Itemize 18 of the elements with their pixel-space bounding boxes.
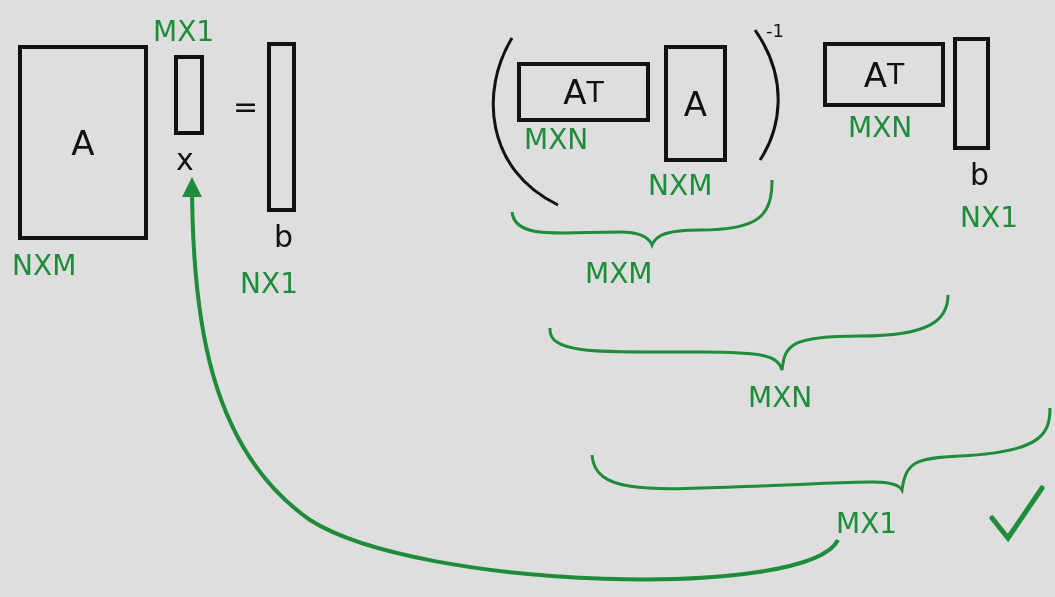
dimension-label: MXN (748, 384, 813, 412)
dimension-label: NXM (648, 172, 713, 200)
dimension-label: NX1 (960, 204, 1018, 232)
dimension-label: MXM (585, 260, 653, 288)
arrow (182, 177, 840, 582)
exponent: -1 (766, 22, 784, 40)
vector-label: b (274, 222, 294, 252)
matrix-box: A (18, 45, 148, 240)
dimension-label: NXM (12, 252, 77, 280)
dimension-label: MX1 (836, 510, 898, 538)
vector-label: b (970, 160, 990, 190)
equals-sign: = (233, 92, 259, 122)
vector-label: x (176, 145, 194, 175)
dimension-label: MXN (524, 126, 589, 154)
matrix-box: A (664, 45, 727, 162)
dimension-label: NX1 (240, 270, 298, 298)
dimension-label: MXN (848, 114, 913, 142)
dimension-label: MX1 (153, 18, 215, 46)
